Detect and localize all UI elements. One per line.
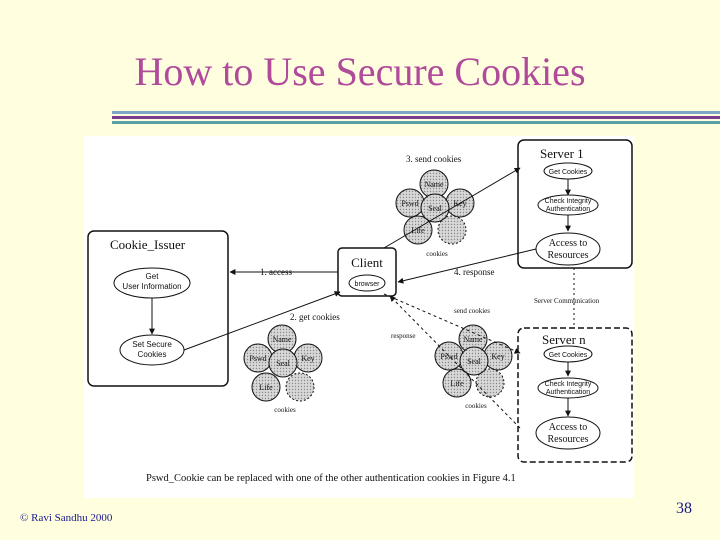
left-cookie-name: Name	[272, 335, 292, 344]
servern-check-line2: Authentication	[546, 389, 590, 396]
footer-copyright: © Ravi Sandhu 2000	[20, 512, 113, 524]
right-cookie-caption: cookies	[465, 402, 487, 410]
label-send-cookies: 3. send cookies	[406, 154, 462, 164]
servern-title: Server n	[542, 332, 586, 347]
title-rule-bottom	[112, 121, 720, 124]
right-cookie-seal: Seal	[467, 357, 482, 366]
label-access: 1. access	[260, 267, 292, 277]
title-rule-middle	[112, 116, 720, 119]
server1-access-line1: Access to	[549, 238, 588, 249]
title-rule-top	[112, 111, 720, 114]
cookie-cluster-top: Name Pswd Key Seal Life cookies	[395, 169, 475, 258]
label-server-communication: Server Communication	[534, 297, 600, 305]
flow-arrows	[183, 167, 575, 429]
top-cookie-caption: cookies	[426, 250, 448, 258]
page-number: 38	[676, 500, 692, 517]
top-cookie-seal: Seal	[428, 204, 443, 213]
get-user-info-line2: User Information	[122, 282, 181, 291]
slide-title: How to Use Secure Cookies	[134, 49, 586, 94]
right-cookie-key: Key	[491, 352, 504, 361]
right-cookie-name: Name	[463, 335, 483, 344]
cookie-cluster-left: Name Pswd Key Seal Life cookies	[243, 324, 323, 414]
servern-access-line1: Access to	[549, 422, 588, 433]
secure-cookies-diagram: Cookie_Issuer Get User Information Set S…	[84, 136, 634, 498]
servern-get-cookies: Get Cookies	[549, 352, 588, 359]
client-title: Client	[351, 255, 383, 270]
top-cookie-name: Name	[424, 180, 444, 189]
label-send-cookies-plain: send cookies	[454, 307, 490, 315]
left-cookie-caption: cookies	[274, 406, 296, 414]
server1-box: Server 1 Get Cookies Check Integrity Aut…	[517, 139, 633, 269]
label-get-cookies: 2. get cookies	[290, 312, 340, 322]
left-cookie-key: Key	[301, 354, 314, 363]
servern-check-line1: Check Integrity	[545, 381, 592, 388]
top-cookie-life: Life	[411, 226, 425, 235]
set-cookies-line1: Set Secure	[132, 340, 172, 349]
cookie-issuer-box: Cookie_Issuer Get User Information Set S…	[87, 230, 229, 387]
left-cookie-seal: Seal	[276, 359, 291, 368]
servern-box: Server n Get Cookies Check Integrity Aut…	[517, 327, 633, 463]
get-user-info-line1: Get	[146, 272, 160, 281]
cookie-issuer-title: Cookie_Issuer	[110, 237, 186, 252]
server1-title: Server 1	[540, 146, 584, 161]
cookie-cluster-right: Name Pswd Key Seal Life cookies	[434, 324, 513, 410]
label-response-plain: response	[391, 332, 416, 340]
set-cookies-line2: Cookies	[138, 350, 167, 359]
server1-check-line1: Check Integrity	[545, 198, 592, 205]
left-cookie-life: Life	[259, 383, 273, 392]
diagram-caption: Pswd_Cookie can be replaced with one of …	[146, 473, 516, 484]
client-browser: browser	[355, 281, 381, 288]
server1-get-cookies: Get Cookies	[549, 169, 588, 176]
label-response: 4. response	[454, 267, 495, 277]
server1-check-line2: Authentication	[546, 206, 590, 213]
left-cookie-pswd: Pswd	[249, 354, 266, 363]
top-cookie-pswd: Pswd	[401, 199, 418, 208]
servern-access-line2: Resources	[547, 434, 588, 445]
client-box: Client browser	[337, 247, 397, 297]
right-cookie-life: Life	[450, 379, 464, 388]
right-cookie-pswd: Pswd	[440, 352, 457, 361]
server1-access-line2: Resources	[547, 250, 588, 261]
